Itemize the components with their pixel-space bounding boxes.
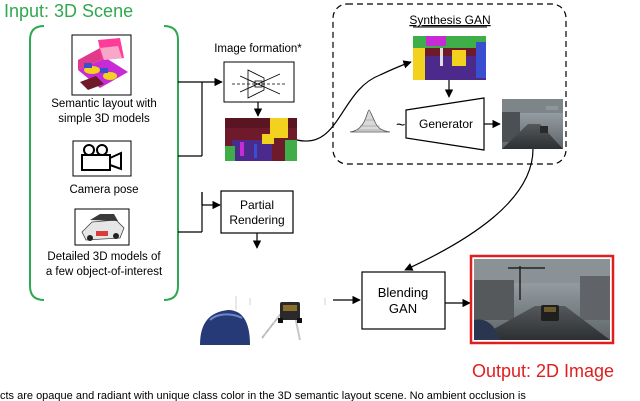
output-title: Output: 2D Image (472, 361, 614, 381)
synthesis-semantic-map (413, 36, 486, 80)
generator-label: Generator (419, 117, 473, 131)
generator-block (405, 97, 485, 151)
synthesis-gan-title: Synthesis GAN (409, 13, 490, 27)
partial-rendering-block (220, 190, 294, 234)
scene-3d-icon (71, 34, 132, 96)
figure-caption: cts are opaque and radiant with unique c… (0, 390, 526, 401)
partial-rendering-label-line1: Partial (240, 198, 274, 212)
blending-gan-label-line2: GAN (389, 301, 417, 316)
gaussian-noise-icon (349, 109, 391, 133)
semantic-map-thumbnail (225, 118, 297, 161)
detailed-models-label-line1: Detailed 3D models of (47, 251, 161, 263)
input-left-bracket (29, 25, 45, 301)
input-title: Input: 3D Scene (4, 1, 133, 21)
arrow-synthesis-to-blending (404, 148, 534, 271)
synthesized-image (502, 99, 563, 149)
arrow-semantic-to-synthesis (296, 60, 412, 142)
partial-rendering-label-line2: Rendering (229, 213, 284, 227)
camera-pose-label: Camera pose (69, 184, 138, 196)
pinhole-projection-icon (223, 61, 295, 103)
blending-gan-block (361, 271, 446, 330)
blending-gan-label-line1: Blending (378, 285, 429, 300)
partial-render-image (200, 296, 326, 345)
semantic-layout-label-line1: Semantic layout with (51, 98, 156, 110)
synthesis-gan-box (332, 3, 567, 165)
image-formation-label: Image formation* (214, 43, 302, 55)
output-image (474, 259, 610, 340)
detailed-models-label-line2: a few object-of-interest (46, 266, 163, 278)
input-right-bracket (163, 25, 179, 301)
noise-tilde: ~ (396, 117, 405, 134)
car-3d-icon (74, 208, 130, 246)
camera-icon (72, 140, 132, 177)
semantic-layout-label-line2: simple 3D models (58, 113, 150, 125)
input-connector-lines (178, 81, 203, 233)
